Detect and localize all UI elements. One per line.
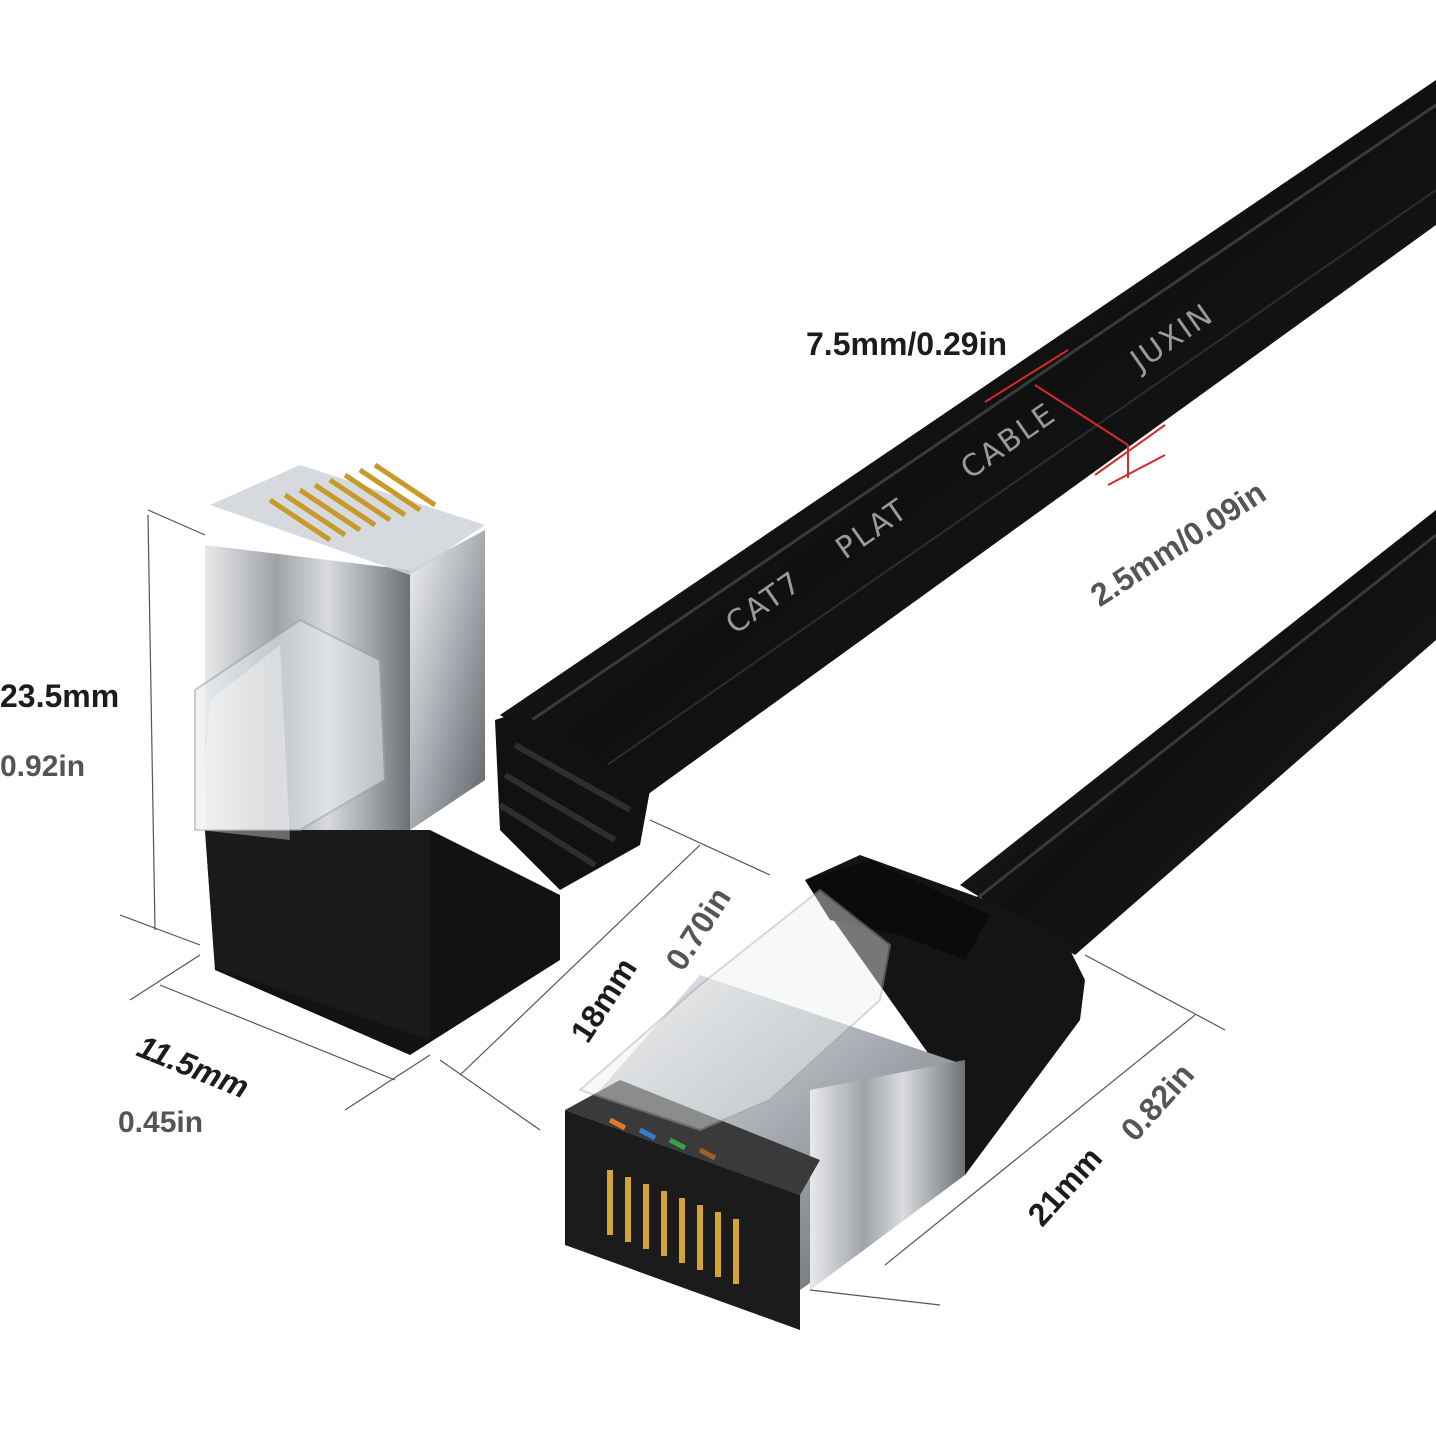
flat-cable-lower [960,510,1436,955]
plug-height-mm-label: 23.5mm [0,678,120,714]
flat-cable-upper [500,80,1436,800]
cable-measure-marks [984,349,1166,486]
plug-width-in-label: 0.45in [118,1106,204,1139]
straight-connector [565,855,1085,1330]
cable-width-label: 7.5mm/0.29in [806,326,1007,362]
plug-height-in-label: 0.92in [0,750,86,783]
right-angle-connector [194,462,650,1055]
dimension-lines [119,509,1226,1306]
